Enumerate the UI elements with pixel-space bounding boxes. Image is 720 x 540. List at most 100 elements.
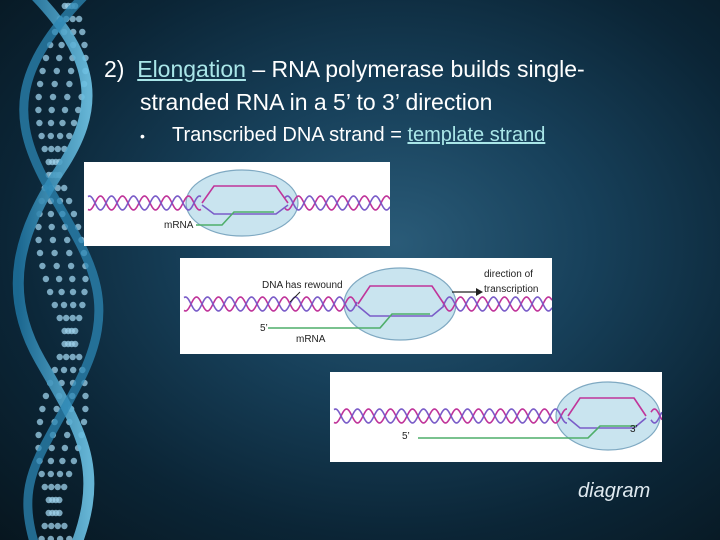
helix-rung-dot bbox=[36, 418, 44, 426]
helix-rung-dot bbox=[48, 522, 55, 530]
helix-rung-dot bbox=[79, 301, 86, 309]
direction-label-line-1: direction of bbox=[484, 269, 533, 280]
helix-rung-dot bbox=[59, 119, 66, 127]
dna-strand-a bbox=[87, 195, 390, 211]
helix-rung-dot bbox=[66, 132, 73, 140]
helix-rung-dot bbox=[56, 470, 64, 478]
helix-rung-dot bbox=[42, 392, 50, 400]
helix-rung-dot bbox=[61, 522, 68, 530]
helix-rung-dot bbox=[61, 106, 69, 114]
helix-rung-dot bbox=[41, 483, 48, 491]
helix-rung-dot bbox=[81, 288, 88, 296]
helix-rung-dot bbox=[69, 314, 76, 322]
helix-rung-dot bbox=[47, 535, 54, 540]
helix-rung-dot bbox=[64, 93, 71, 101]
dna-strand-b bbox=[183, 296, 552, 312]
helix-rung-dot bbox=[53, 405, 60, 413]
direction-label-line-2: transcription bbox=[484, 284, 538, 295]
helix-rung-dot bbox=[54, 483, 61, 491]
helix-rung-dot bbox=[39, 262, 46, 270]
helix-rung-dot bbox=[56, 509, 63, 517]
helix-rung-dot bbox=[69, 288, 77, 296]
helix-rung-dot bbox=[58, 41, 65, 49]
helix-rung-dot bbox=[72, 327, 79, 335]
helix-rung-dot bbox=[39, 405, 46, 413]
helix-rung-dot bbox=[48, 483, 55, 491]
helix-rung-dot bbox=[36, 249, 44, 257]
diagram-caption: diagram bbox=[578, 480, 651, 502]
helix-rung-dot bbox=[53, 67, 60, 75]
helix-rung-dot bbox=[38, 535, 45, 540]
helix-rung-dot bbox=[47, 132, 54, 140]
helix-rung-dot bbox=[62, 314, 70, 322]
helix-rung-dot bbox=[38, 470, 45, 478]
mrna-strand bbox=[418, 425, 636, 439]
helix-rung-dot bbox=[48, 444, 55, 452]
helix-rung-dot bbox=[76, 353, 83, 361]
mrna-label: mRNA bbox=[296, 334, 326, 345]
heading-line-1: 2) Elongation – RNA polymerase builds si… bbox=[104, 56, 585, 83]
helix-rung-dot bbox=[54, 184, 61, 192]
helix-rung-dot bbox=[75, 15, 83, 23]
figure-panel-2: DNA has rewound direction of transcripti… bbox=[180, 258, 552, 354]
helix-rung-dot bbox=[48, 145, 55, 153]
helix-rung-dot bbox=[75, 106, 82, 114]
helix-rung-dot bbox=[46, 288, 54, 296]
figure-panel-3: 5’ 3’ bbox=[330, 372, 662, 462]
helix-rung-dot bbox=[53, 262, 60, 270]
polymerase-bubble bbox=[555, 381, 661, 451]
definition-line-2: stranded RNA in a 5’ to 3’ direction bbox=[140, 89, 493, 115]
helix-rung-dot bbox=[66, 535, 73, 540]
polymerase-bubble bbox=[343, 267, 457, 341]
dna-strand-b bbox=[87, 195, 390, 211]
helix-rung-dot bbox=[49, 236, 57, 244]
helix-rung-dot bbox=[70, 301, 77, 309]
helix-rung-dot bbox=[58, 288, 65, 296]
bullet-marker: • bbox=[140, 127, 145, 144]
helix-rung-dot bbox=[66, 80, 73, 88]
helix-rung-dot bbox=[69, 15, 76, 23]
helix-rung-dot bbox=[65, 197, 73, 205]
helix-rung-dot bbox=[41, 522, 48, 530]
helix-rung-dot bbox=[49, 93, 57, 101]
rewound-pointer bbox=[289, 291, 301, 303]
helix-rung-dot bbox=[76, 314, 83, 322]
helix-rung-dot bbox=[60, 184, 68, 192]
five-prime-label: 5’ bbox=[402, 431, 410, 442]
helix-rung-dot bbox=[35, 236, 42, 244]
helix-rung-dot bbox=[61, 444, 69, 452]
helix-rung-dot bbox=[47, 210, 55, 218]
helix-rung-dot bbox=[35, 223, 42, 231]
helix-rung-dot bbox=[54, 522, 61, 530]
helix-rung-dot bbox=[56, 54, 63, 62]
helix-rung-dot bbox=[67, 262, 75, 270]
helix-rung-dot bbox=[62, 353, 70, 361]
helix-rung-dot bbox=[79, 28, 86, 36]
helix-rung-dot bbox=[36, 119, 43, 127]
helix-rung-dot bbox=[60, 301, 68, 309]
open-dna-bottom bbox=[357, 305, 445, 317]
helix-rung-dot bbox=[56, 132, 64, 140]
definition-line-1: – RNA polymerase builds single- bbox=[252, 56, 585, 82]
helix-rung-dot bbox=[69, 275, 76, 283]
open-dna-top bbox=[201, 185, 289, 204]
helix-rung-dot bbox=[35, 431, 42, 439]
elongation-term: Elongation bbox=[137, 56, 246, 82]
template-strand-link[interactable]: template strand bbox=[407, 124, 546, 146]
dna-helix-decoration bbox=[12, 0, 104, 540]
direction-arrowhead bbox=[476, 288, 483, 296]
bullet-text: Transcribed DNA strand = bbox=[172, 124, 408, 146]
three-prime-label: 3’ bbox=[630, 424, 638, 435]
open-dna-top bbox=[357, 285, 445, 305]
dna-rewound-label: DNA has rewound bbox=[262, 280, 343, 291]
open-dna-bottom bbox=[567, 417, 647, 429]
helix-rung-dot bbox=[48, 106, 55, 114]
helix-rung-dot bbox=[35, 93, 42, 101]
mrna-strand bbox=[196, 211, 274, 226]
helix-rung-dot bbox=[47, 119, 55, 127]
helix-rung-dot bbox=[70, 366, 77, 374]
helix-rung-dot bbox=[66, 249, 73, 257]
helix-rung-dot bbox=[82, 392, 89, 400]
helix-rung-dot bbox=[56, 353, 63, 361]
helix-rung-dot bbox=[38, 132, 45, 140]
